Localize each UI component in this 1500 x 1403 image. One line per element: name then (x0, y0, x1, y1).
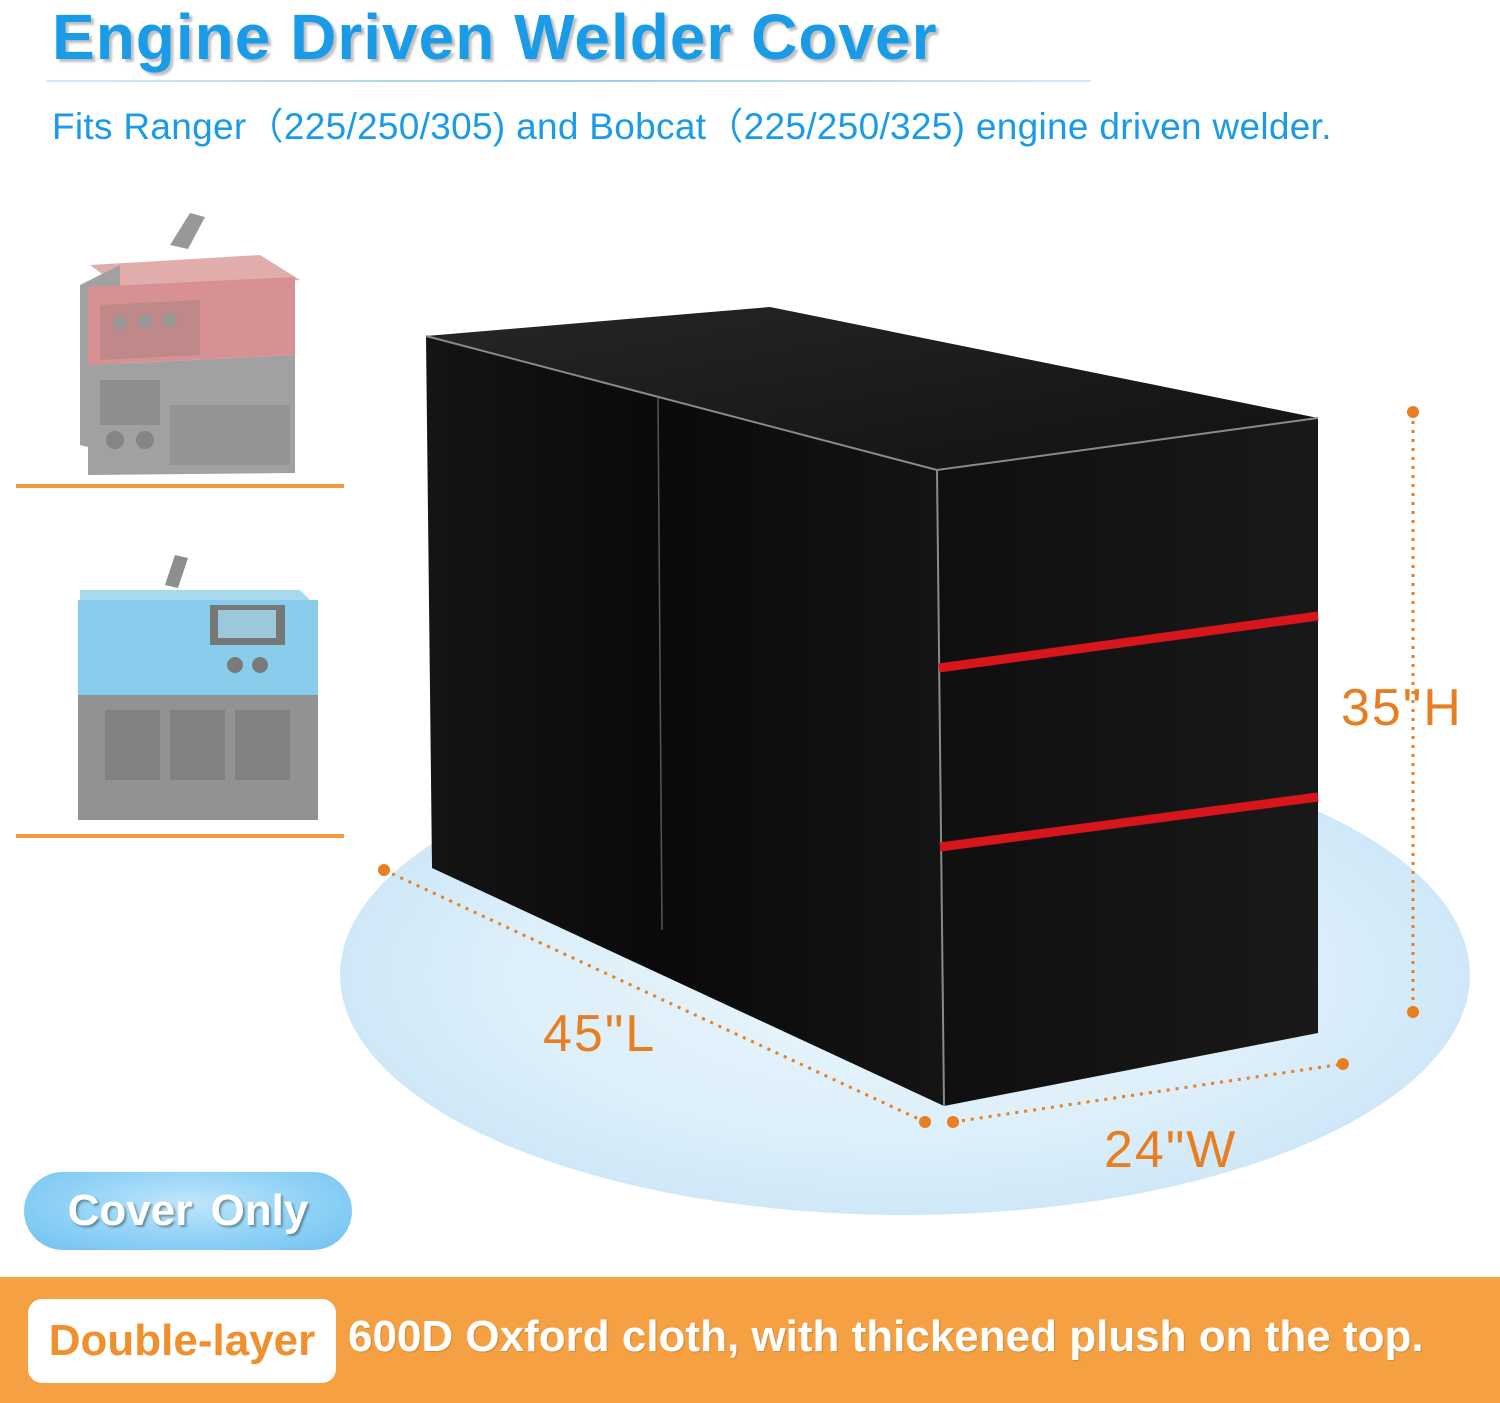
cover-front-face (426, 336, 944, 1106)
feature-description: 600D Oxford cloth, with thickened plush … (348, 1312, 1424, 1361)
cover-strap (938, 611, 1319, 673)
fit-compatibility-text: Fits Ranger（225/250/305) and Bobcat（225/… (52, 106, 1332, 147)
cover-top-face (426, 307, 1318, 470)
width-dimension-line (952, 1062, 1344, 1124)
thumbnail-divider (16, 834, 344, 838)
dimension-endpoint (1337, 1058, 1349, 1070)
blue-engine-welder-icon (78, 555, 318, 820)
length-dimension-label: 45"L (543, 1005, 657, 1063)
length-dimension-line (383, 868, 926, 1124)
page-title: Engine Driven Welder Cover (52, 1, 938, 73)
title-divider (46, 80, 1091, 82)
cover-only-label: Cover Only (67, 1186, 309, 1235)
height-dimension-label: 35"H (1341, 679, 1463, 737)
cover-side-face (937, 418, 1318, 1106)
cover-seam (936, 469, 945, 1107)
dimension-endpoint (947, 1116, 959, 1128)
cover-strap (939, 792, 1319, 852)
feature-highlight-label: Double-layer (48, 1316, 316, 1365)
dimension-endpoint (919, 1116, 931, 1128)
thumbnail-divider (16, 484, 344, 488)
dimension-endpoint (378, 864, 390, 876)
cover-only-badge: Cover Only (24, 1172, 352, 1250)
width-dimension-label: 24"W (1104, 1121, 1238, 1179)
feature-highlight-box: Double-layer (28, 1299, 336, 1383)
cover-seam (657, 397, 663, 931)
dimension-endpoint (1407, 1006, 1419, 1018)
red-engine-welder-icon (80, 213, 300, 475)
dimension-endpoint (1407, 406, 1419, 418)
